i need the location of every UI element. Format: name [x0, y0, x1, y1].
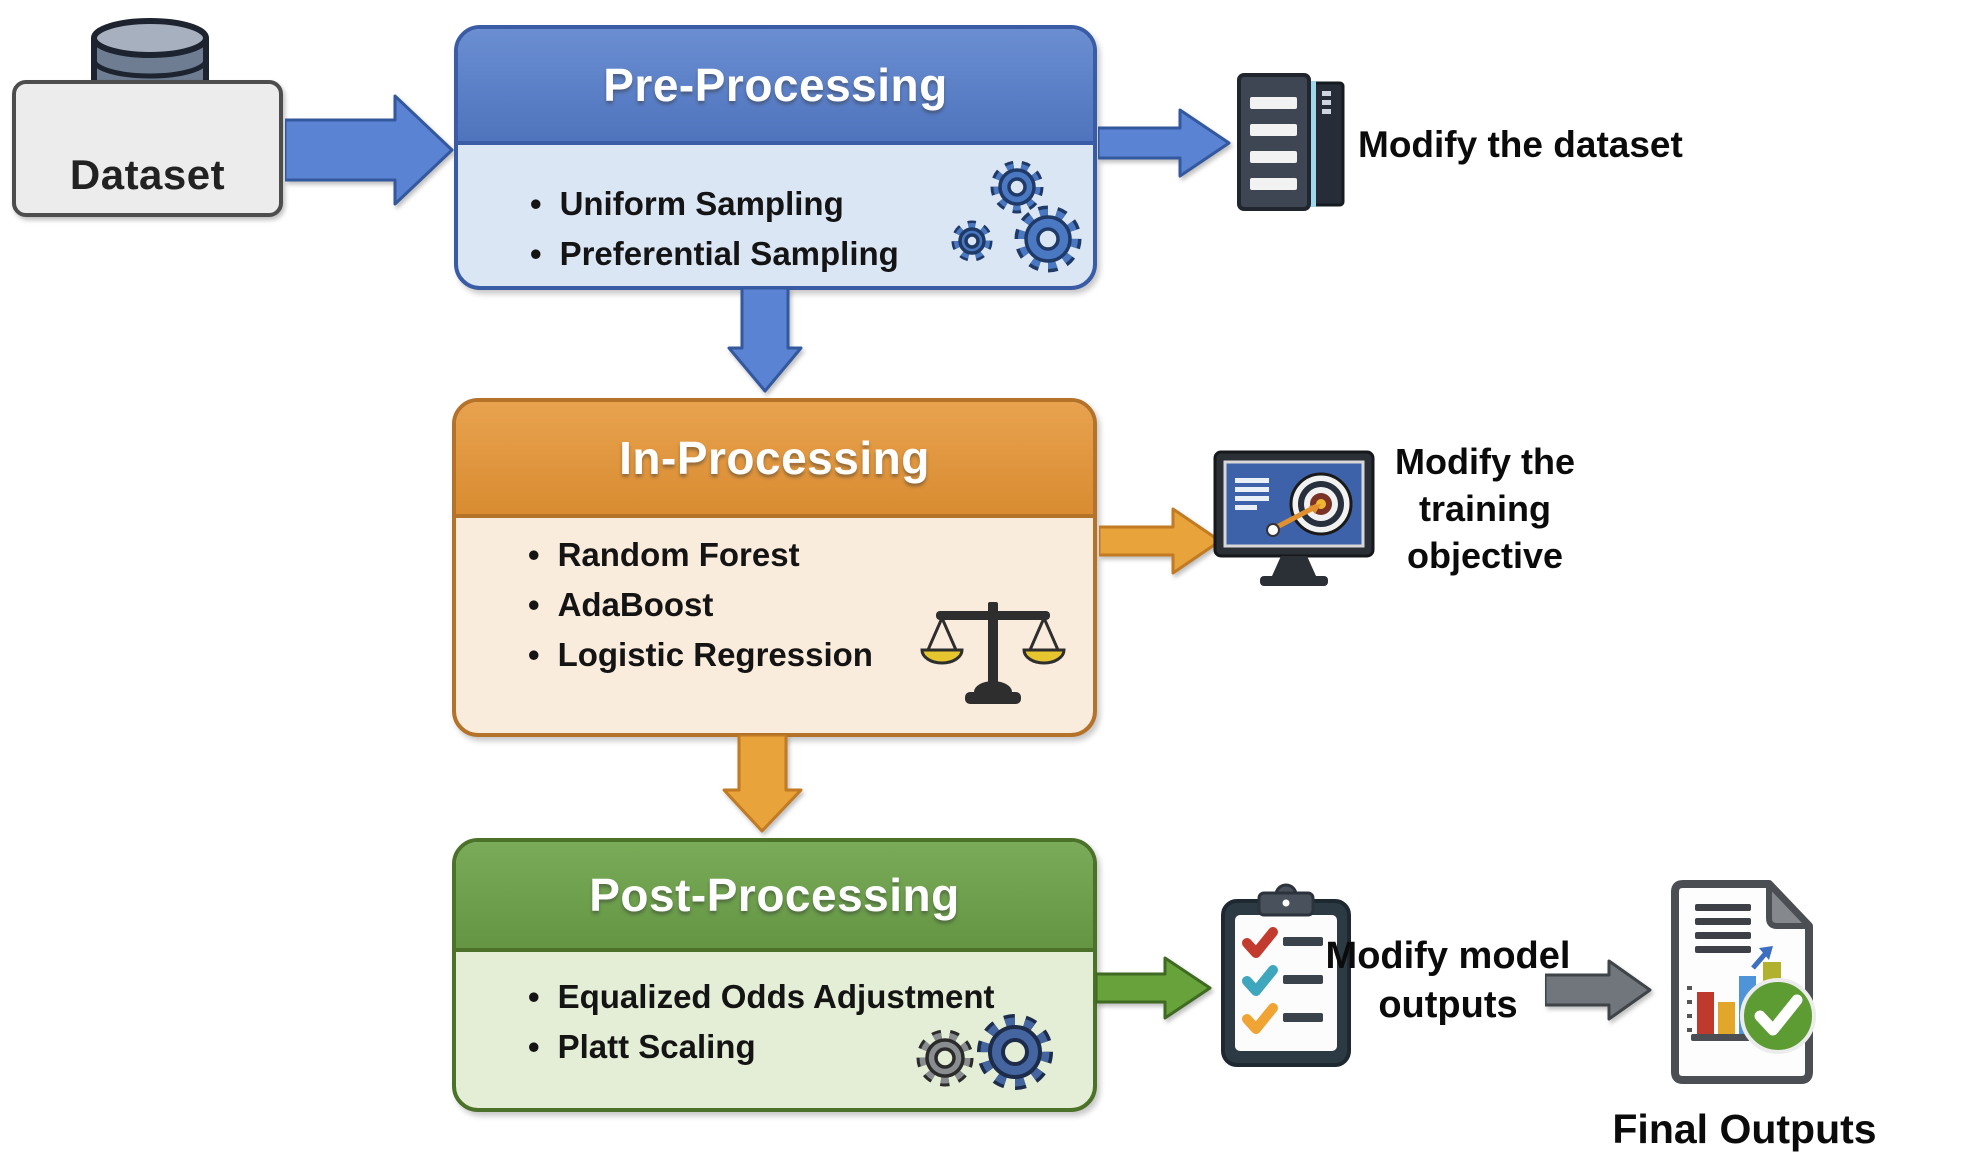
monitor-target-icon: [1213, 450, 1375, 586]
stage-in-title: In-Processing: [619, 432, 930, 484]
stage-post-title: Post-Processing: [589, 869, 960, 921]
arrow-in-to-post: [722, 735, 803, 833]
arrow-to-final: [1545, 959, 1652, 1021]
arrow-dataset-to-pre: [285, 94, 454, 206]
list-item: Preferential Sampling: [530, 229, 899, 279]
gears-icon: [916, 1014, 1053, 1090]
list-item: Logistic Regression: [528, 630, 873, 680]
stage-pre-items: Uniform Sampling Preferential Sampling: [530, 179, 899, 279]
stage-pre-title: Pre-Processing: [603, 59, 948, 111]
list-item: Platt Scaling: [528, 1022, 995, 1072]
list-item: AdaBoost: [528, 580, 873, 630]
list-item: Equalized Odds Adjustment: [528, 972, 995, 1022]
in-output-label: Modify the training objective: [1395, 441, 1575, 576]
arrow-pre-to-output: [1098, 108, 1231, 178]
dataset-label: Dataset: [69, 151, 226, 198]
list-item: Random Forest: [528, 530, 873, 580]
list-item: Uniform Sampling: [530, 179, 899, 229]
stage-pre-processing: Pre-Processing Uniform Sampling Preferen…: [454, 25, 1097, 290]
clipboard-checklist-icon: [1221, 883, 1351, 1067]
stage-post-header: Post-Processing: [456, 842, 1093, 952]
dataset-node: Dataset: [12, 80, 283, 217]
arrow-in-to-output: [1099, 507, 1222, 575]
arrow-pre-to-in: [727, 288, 803, 393]
report-checked-icon: [1671, 880, 1816, 1084]
post-output-label: Modify model outputs: [1325, 935, 1571, 1026]
stage-in-items: Random Forest AdaBoost Logistic Regressi…: [528, 530, 873, 680]
stage-pre-header: Pre-Processing: [458, 29, 1093, 145]
balance-scale-icon: [920, 602, 1066, 704]
pre-output-label: Modify the dataset: [1358, 124, 1683, 165]
stage-post-items: Equalized Odds Adjustment Platt Scaling: [528, 972, 995, 1072]
stage-in-header: In-Processing: [456, 402, 1093, 518]
arrow-post-to-output: [1096, 956, 1212, 1020]
gears-icon: [951, 160, 1082, 273]
server-document-icon: [1237, 73, 1345, 211]
final-outputs-label: Final Outputs: [1612, 1106, 1877, 1152]
